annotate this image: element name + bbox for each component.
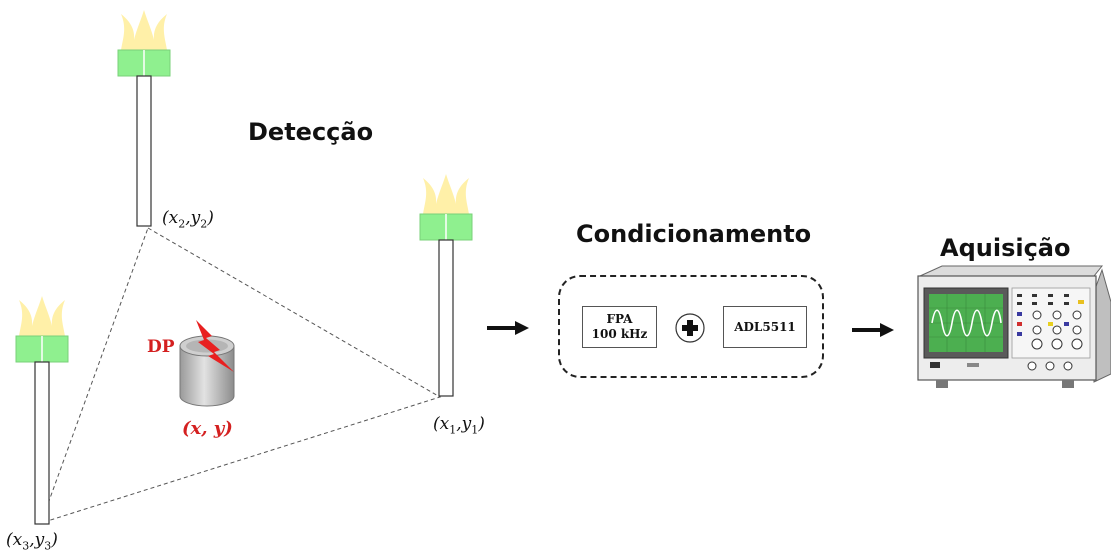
acquisition-title: Aquisição (940, 234, 1071, 262)
discharge-position: (x, y) (182, 418, 233, 439)
filter-cutoff: 100 kHz (591, 327, 648, 341)
plus-icon (675, 313, 705, 343)
antenna-sensor-2 (117, 10, 171, 227)
sensor-1-coord: (x1,y1) (433, 414, 485, 437)
lightning-icon (196, 320, 234, 372)
arrow-icon (852, 323, 894, 337)
oscilloscope-icon (917, 265, 1111, 388)
conditioning-box (558, 275, 824, 378)
sensor-2-coord: (x2,y2) (162, 208, 214, 231)
antenna-sensor-3 (15, 296, 69, 525)
highpass-filter-block: FPA 100 kHz (582, 306, 657, 348)
detection-title: Detecção (248, 118, 374, 146)
conditioning-title: Condicionamento (576, 220, 812, 248)
flame-icon (19, 296, 65, 336)
flame-icon (121, 10, 167, 50)
detector-block: ADL5511 (723, 306, 807, 348)
sensor-3-coord: (x3,y3) (6, 530, 58, 553)
triangle-outline (40, 227, 442, 524)
arrow-icon (487, 321, 529, 335)
detector-name: ADL5511 (734, 320, 796, 334)
antenna-sensor-1 (419, 174, 473, 397)
flame-icon (423, 174, 469, 214)
filter-name: FPA (606, 312, 633, 326)
discharge-label: DP (147, 337, 175, 357)
